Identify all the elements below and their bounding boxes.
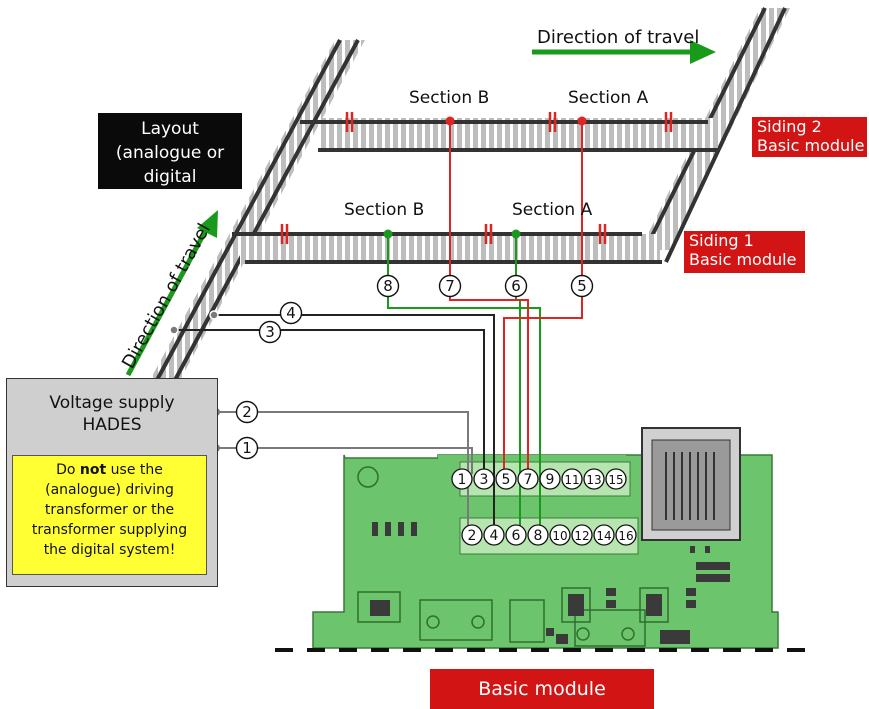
section-a-top-label: Section A <box>568 88 649 108</box>
layout-box: Layout (analogue or digital <box>98 113 242 189</box>
wire-number-1: 1 <box>235 436 259 460</box>
wire-7 <box>449 120 529 474</box>
terminal-16: 16 <box>615 524 637 546</box>
wire-number-2: 2 <box>235 400 259 424</box>
left-direction-arrow <box>125 210 218 377</box>
svg-text:5: 5 <box>502 472 511 488</box>
warning-line-2: (analogue) driving <box>45 482 174 498</box>
top-direction-arrow <box>532 40 716 64</box>
supply-title-line-1: Voltage supply <box>49 393 175 413</box>
svg-text:6: 6 <box>512 528 521 544</box>
wire-3 <box>174 329 485 474</box>
basic-module-pcb <box>312 427 779 649</box>
feed-point-b-top <box>445 116 455 126</box>
svg-text:8: 8 <box>534 528 543 544</box>
siding-1-label: Siding 1 Basic module <box>684 231 805 273</box>
warning-line-4: transformer supplying <box>31 522 188 538</box>
wire-number-5: 5 <box>570 274 594 298</box>
feed-point-rail-3 <box>169 325 179 335</box>
layout-box-line-3: digital <box>143 167 197 187</box>
supply-title-line-2: HADES <box>82 415 142 435</box>
wire-4 <box>214 314 495 530</box>
terminal-5: 5 <box>495 468 517 490</box>
svg-text:4: 4 <box>490 528 499 544</box>
wire-5 <box>503 120 583 474</box>
siding-2-line-2: Basic module <box>757 136 865 155</box>
layout-box-line-1: Layout <box>141 119 199 139</box>
svg-text:3: 3 <box>265 323 275 341</box>
svg-text:6: 6 <box>511 277 521 295</box>
section-a-bottom-label: Section A <box>512 200 593 220</box>
terminal-8: 8 <box>527 524 549 546</box>
section-b-top-label: Section B <box>409 88 490 108</box>
wire-number-4: 4 <box>279 301 303 325</box>
layout-box-line-2: (analogue or <box>115 143 225 163</box>
terminal-6: 6 <box>505 524 527 546</box>
terminal-15: 15 <box>605 468 627 490</box>
wire-2 <box>216 411 469 530</box>
svg-text:16: 16 <box>618 529 633 543</box>
terminal-12: 12 <box>571 524 593 546</box>
feed-point-a-top <box>577 116 587 126</box>
warning-not: not <box>79 462 107 478</box>
terminal-1: 1 <box>451 468 473 490</box>
svg-text:1: 1 <box>458 472 467 488</box>
terminal-11: 11 <box>561 468 583 490</box>
terminal-10: 10 <box>549 524 571 546</box>
siding-2-label: Siding 2 Basic module <box>752 117 867 157</box>
feed-point-a-bottom <box>511 229 521 239</box>
svg-text:9: 9 <box>546 472 555 488</box>
terminal-3: 3 <box>473 468 495 490</box>
svg-text:10: 10 <box>552 529 567 543</box>
siding-2-track <box>300 112 720 152</box>
terminal-9: 9 <box>539 468 561 490</box>
top-direction-label: Direction of travel <box>537 27 700 48</box>
warning-line-5: the digital system! <box>43 542 176 558</box>
warning-box: Do not use the (analogue) driving transf… <box>12 455 207 575</box>
svg-text:3: 3 <box>480 472 489 488</box>
terminal-row-even: 2 4 6 8 10 12 14 16 <box>461 524 637 546</box>
siding-2-insulating-joints <box>345 112 673 132</box>
wire-number-8: 8 <box>376 274 400 298</box>
siding-1-line-2: Basic module <box>689 250 797 269</box>
basic-module-label: Basic module <box>430 669 654 709</box>
feed-point-b-bottom <box>383 229 393 239</box>
feed-point-rail-4 <box>209 310 219 320</box>
siding-1-line-1: Siding 1 <box>689 231 754 250</box>
svg-text:8: 8 <box>383 277 393 295</box>
siding-1-track <box>232 224 662 264</box>
main-track-left <box>150 39 365 381</box>
svg-text:12: 12 <box>574 529 589 543</box>
svg-text:7: 7 <box>445 277 455 295</box>
terminal-row-odd: 1 3 5 7 9 11 13 15 <box>451 468 627 490</box>
warning-line-1: Do not use the <box>56 462 163 478</box>
wire-number-circles: 1 2 3 4 5 6 7 8 <box>235 274 594 460</box>
terminal-14: 14 <box>593 524 615 546</box>
terminal-13: 13 <box>583 468 605 490</box>
wire-number-7: 7 <box>438 274 462 298</box>
wire-8 <box>387 232 541 530</box>
svg-text:14: 14 <box>596 529 611 543</box>
svg-text:7: 7 <box>524 472 533 488</box>
siding-1-insulating-joints <box>280 224 607 244</box>
terminal-2: 2 <box>461 524 483 546</box>
svg-text:15: 15 <box>608 473 623 487</box>
svg-text:11: 11 <box>564 473 579 487</box>
svg-text:2: 2 <box>242 403 252 421</box>
svg-text:2: 2 <box>468 528 477 544</box>
section-b-bottom-label: Section B <box>344 200 425 220</box>
terminal-4: 4 <box>483 524 505 546</box>
svg-text:13: 13 <box>586 473 601 487</box>
warning-line-3: transformer or the <box>44 502 175 518</box>
terminal-7: 7 <box>517 468 539 490</box>
svg-text:4: 4 <box>286 304 296 322</box>
wire-number-3: 3 <box>258 320 282 344</box>
svg-text:5: 5 <box>577 277 587 295</box>
wire-number-6: 6 <box>504 274 528 298</box>
svg-text:1: 1 <box>242 439 252 457</box>
wire-1 <box>216 447 473 474</box>
siding-2-line-1: Siding 2 <box>757 117 822 136</box>
